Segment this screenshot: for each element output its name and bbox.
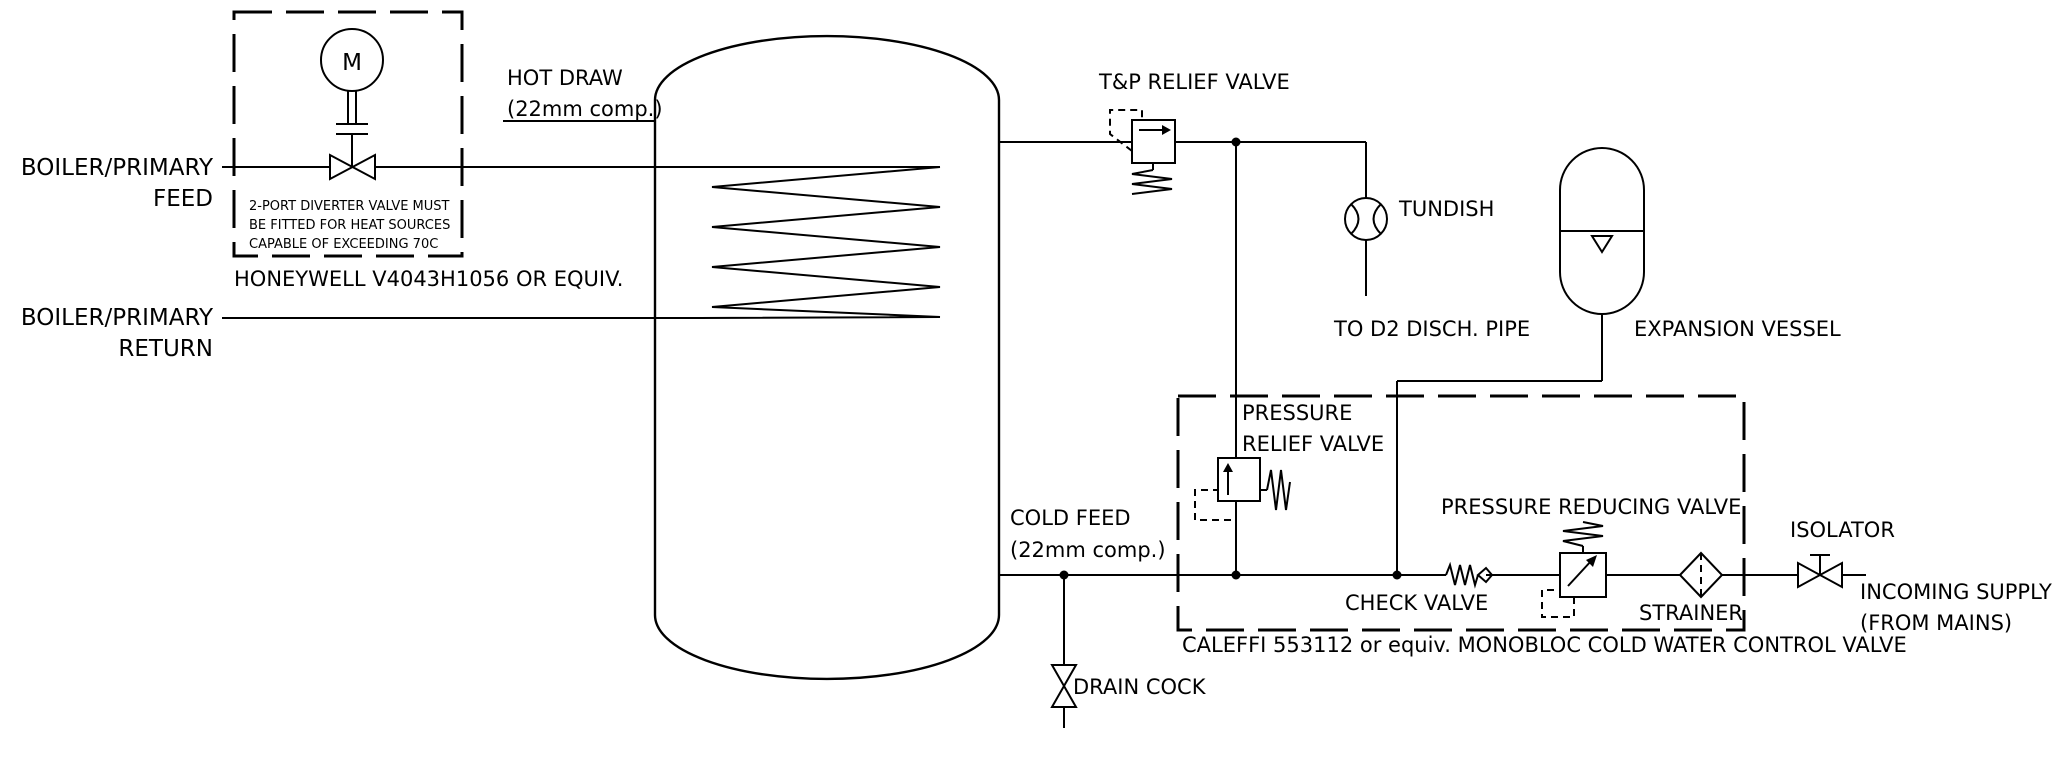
tp-relief-label: T&P RELIEF VALVE xyxy=(1098,70,1290,94)
drain-cock-icon xyxy=(1050,575,1078,728)
tp-relief-valve-icon xyxy=(1109,109,1176,195)
boiler-return-label-2: RETURN xyxy=(118,336,213,362)
expansion-vessel-label: EXPANSION VESSEL xyxy=(1634,317,1841,341)
diverter-note-line-2: BE FITTED FOR HEAT SOURCES xyxy=(249,218,450,233)
isolator-label: ISOLATOR xyxy=(1790,518,1895,542)
incoming-supply-label-2: (FROM MAINS) xyxy=(1860,611,2012,635)
junction-dot xyxy=(1392,570,1402,580)
incoming-supply-label: INCOMING SUPPLY xyxy=(1860,580,2052,604)
pressure-relief-valve-icon xyxy=(1194,457,1291,521)
to-d2-label: TO D2 DISCH. PIPE xyxy=(1333,317,1530,341)
hot-draw-label: HOT DRAW xyxy=(507,66,623,90)
monobloc-control-valve-enclosure xyxy=(1176,394,1746,632)
motor-icon xyxy=(320,28,384,92)
diverter-note-line-3: CAPABLE OF EXCEEDING 70C xyxy=(249,237,438,252)
pressure-reducing-label: PRESSURE REDUCING VALVE xyxy=(1441,495,1741,519)
motor-symbol: M xyxy=(342,50,362,76)
check-valve-icon xyxy=(1445,561,1494,589)
boiler-feed-label: BOILER/PRIMARY xyxy=(21,155,214,181)
diverter-valve-enclosure xyxy=(232,10,464,258)
honeywell-label: HONEYWELL V4043H1056 OR EQUIV. xyxy=(234,267,623,291)
diverter-valve-icon: M xyxy=(320,28,384,181)
drain-cock-label: DRAIN COCK xyxy=(1073,675,1207,699)
pressure-relief-label: PRESSURE xyxy=(1242,401,1352,425)
boiler-feed-label-2: FEED xyxy=(153,186,213,212)
cold-feed-label: COLD FEED xyxy=(1010,506,1131,530)
hot-water-cylinder xyxy=(653,34,1001,681)
pressure-reducing-valve-icon xyxy=(1541,521,1607,618)
check-valve-label: CHECK VALVE xyxy=(1345,591,1488,615)
cold-feed-size: (22mm comp.) xyxy=(1010,538,1166,562)
caleffi-label: CALEFFI 553112 or equiv. MONOBLOC COLD W… xyxy=(1182,633,1907,657)
pressure-relief-label-2: RELIEF VALVE xyxy=(1242,432,1384,456)
junction-dot xyxy=(1231,570,1241,580)
heating-coil xyxy=(699,166,941,319)
boiler-return-label: BOILER/PRIMARY xyxy=(21,305,214,331)
diverter-note-line-1: 2-PORT DIVERTER VALVE MUST xyxy=(249,199,450,214)
expansion-vessel-icon xyxy=(1396,147,1645,575)
isolator-valve-icon xyxy=(1797,554,1843,589)
tundish-label: TUNDISH xyxy=(1398,197,1494,221)
strainer-label: STRAINER xyxy=(1639,601,1743,625)
strainer-icon xyxy=(1678,551,1724,599)
tundish-icon xyxy=(1344,197,1388,241)
junction-dot xyxy=(1231,137,1241,147)
hot-draw-size: (22mm comp.) xyxy=(507,97,663,121)
